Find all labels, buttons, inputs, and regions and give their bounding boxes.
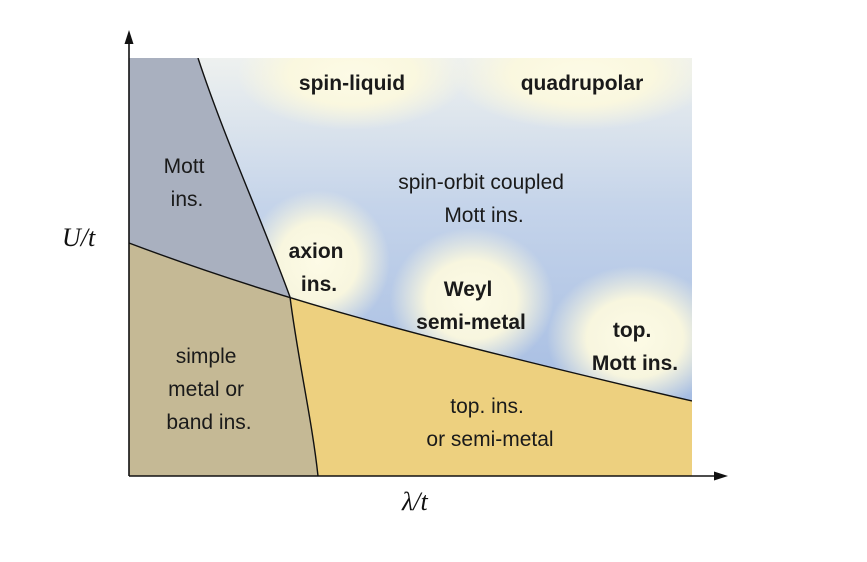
y-axis-arrow-icon (124, 30, 134, 44)
y-axis-label: U/t (62, 223, 96, 252)
simple-metal-label: simple metal or band ins. (166, 345, 251, 434)
x-axis-arrow-icon (714, 471, 728, 481)
mott-ins-region (129, 58, 290, 297)
top-ins-label: top. ins. or semi-metal (426, 395, 553, 451)
quadrupolar-label: quadrupolar (521, 72, 644, 95)
simple-metal-region (129, 243, 318, 476)
x-axis-label: λ/t (401, 487, 428, 516)
weyl-semimetal-label: Weyl semi-metal (416, 278, 526, 334)
axion-ins-label: axion ins. (289, 240, 350, 296)
top-mott-glow (547, 266, 692, 410)
weyl-glow (390, 228, 554, 372)
quadrupolar-glow (452, 58, 692, 130)
spin-liquid-label: spin-liquid (299, 72, 405, 95)
interaction-phase-boundary (129, 242, 692, 402)
mott-ins-label: Mott ins. (164, 155, 211, 211)
top-mott-ins-label: top. Mott ins. (592, 319, 678, 375)
spin-orbit-mott-label: spin-orbit coupled Mott ins. (398, 171, 570, 227)
spin-liquid-glow (237, 58, 467, 130)
steep-phase-boundary (197, 58, 319, 476)
